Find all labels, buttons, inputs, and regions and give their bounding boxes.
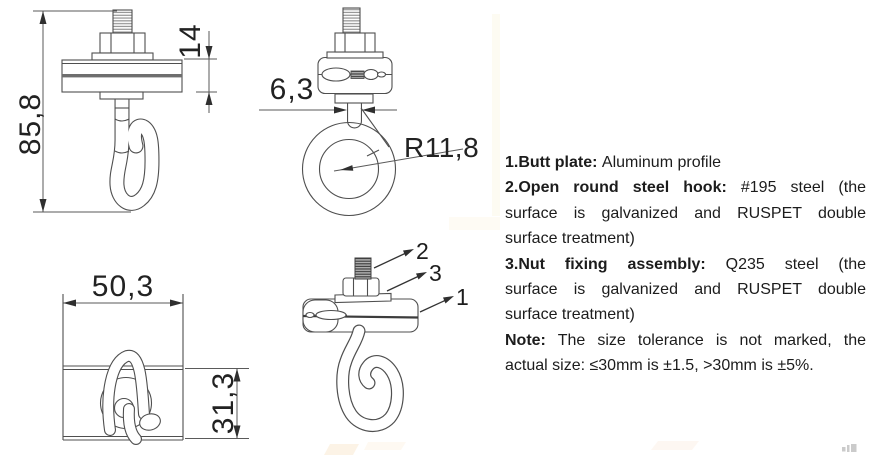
iso-view: 2 3 1 xyxy=(302,238,469,432)
callout-butt-plate: 1 xyxy=(456,284,469,310)
callout-bolt: 2 xyxy=(416,238,429,264)
bottom-view: 50,3 31,3 xyxy=(62,270,249,445)
dim-total-height-group: 85,8 xyxy=(14,10,131,213)
dim-plate-thickness-group: 14 xyxy=(174,23,217,113)
spec-line: 1.Butt plate: Aluminum profile xyxy=(505,154,722,171)
dim-hook-diameter-group: 6,3 xyxy=(259,73,397,114)
spec-line: surface treatment) xyxy=(505,230,635,248)
dim-total-height: 85,8 xyxy=(14,93,47,155)
dim-hook-diameter: 6,3 xyxy=(270,73,315,106)
bolt-front xyxy=(342,7,361,34)
spec-line: actual size: ≤30mm is ±1.5, >30mm is ±5%… xyxy=(505,357,814,375)
bolt-side xyxy=(112,9,133,34)
nut-side xyxy=(99,32,146,54)
front-view: 6,3 R11,8 xyxy=(259,7,479,217)
spec-line: surface treatment) xyxy=(505,306,635,324)
washer-front xyxy=(326,51,384,59)
dim-plate-width: 50,3 xyxy=(92,270,154,303)
watermark-shapes xyxy=(324,14,857,455)
washer-side xyxy=(91,52,154,61)
nut-iso xyxy=(342,277,380,297)
dim-ring-radius-group: R11,8 xyxy=(333,132,479,172)
dim-plate-width-group: 50,3 xyxy=(63,270,183,307)
dim-plate-depth: 31,3 xyxy=(207,372,240,434)
spec-line: Note: The size tolerance is not marked, … xyxy=(505,331,866,349)
callout-nut: 3 xyxy=(429,260,442,286)
callout-leaders xyxy=(373,252,447,313)
spec-line: surface is galvanized and RUSPET double xyxy=(505,281,866,299)
hook-ring-outer xyxy=(301,121,397,217)
nut-front xyxy=(334,32,376,53)
hook-ring-inner xyxy=(318,138,380,200)
dim-ring-radius: R11,8 xyxy=(404,132,479,163)
spec-line: 2.Open round steel hook: #195 steel (the xyxy=(505,179,866,197)
spec-text: 1.Butt plate: Aluminum profile 2.Open ro… xyxy=(505,150,866,379)
spec-line: surface is galvanized and RUSPET double xyxy=(505,204,866,222)
dim-plate-depth-group: 31,3 xyxy=(185,368,249,439)
side-view: 85,8 14 xyxy=(14,9,217,213)
bolt-iso xyxy=(354,257,372,280)
corner-mark xyxy=(842,444,857,452)
dim-plate-thickness: 14 xyxy=(174,23,207,58)
spec-line: 3.Nut fixing assembly: Q235 steel (the xyxy=(505,255,867,273)
